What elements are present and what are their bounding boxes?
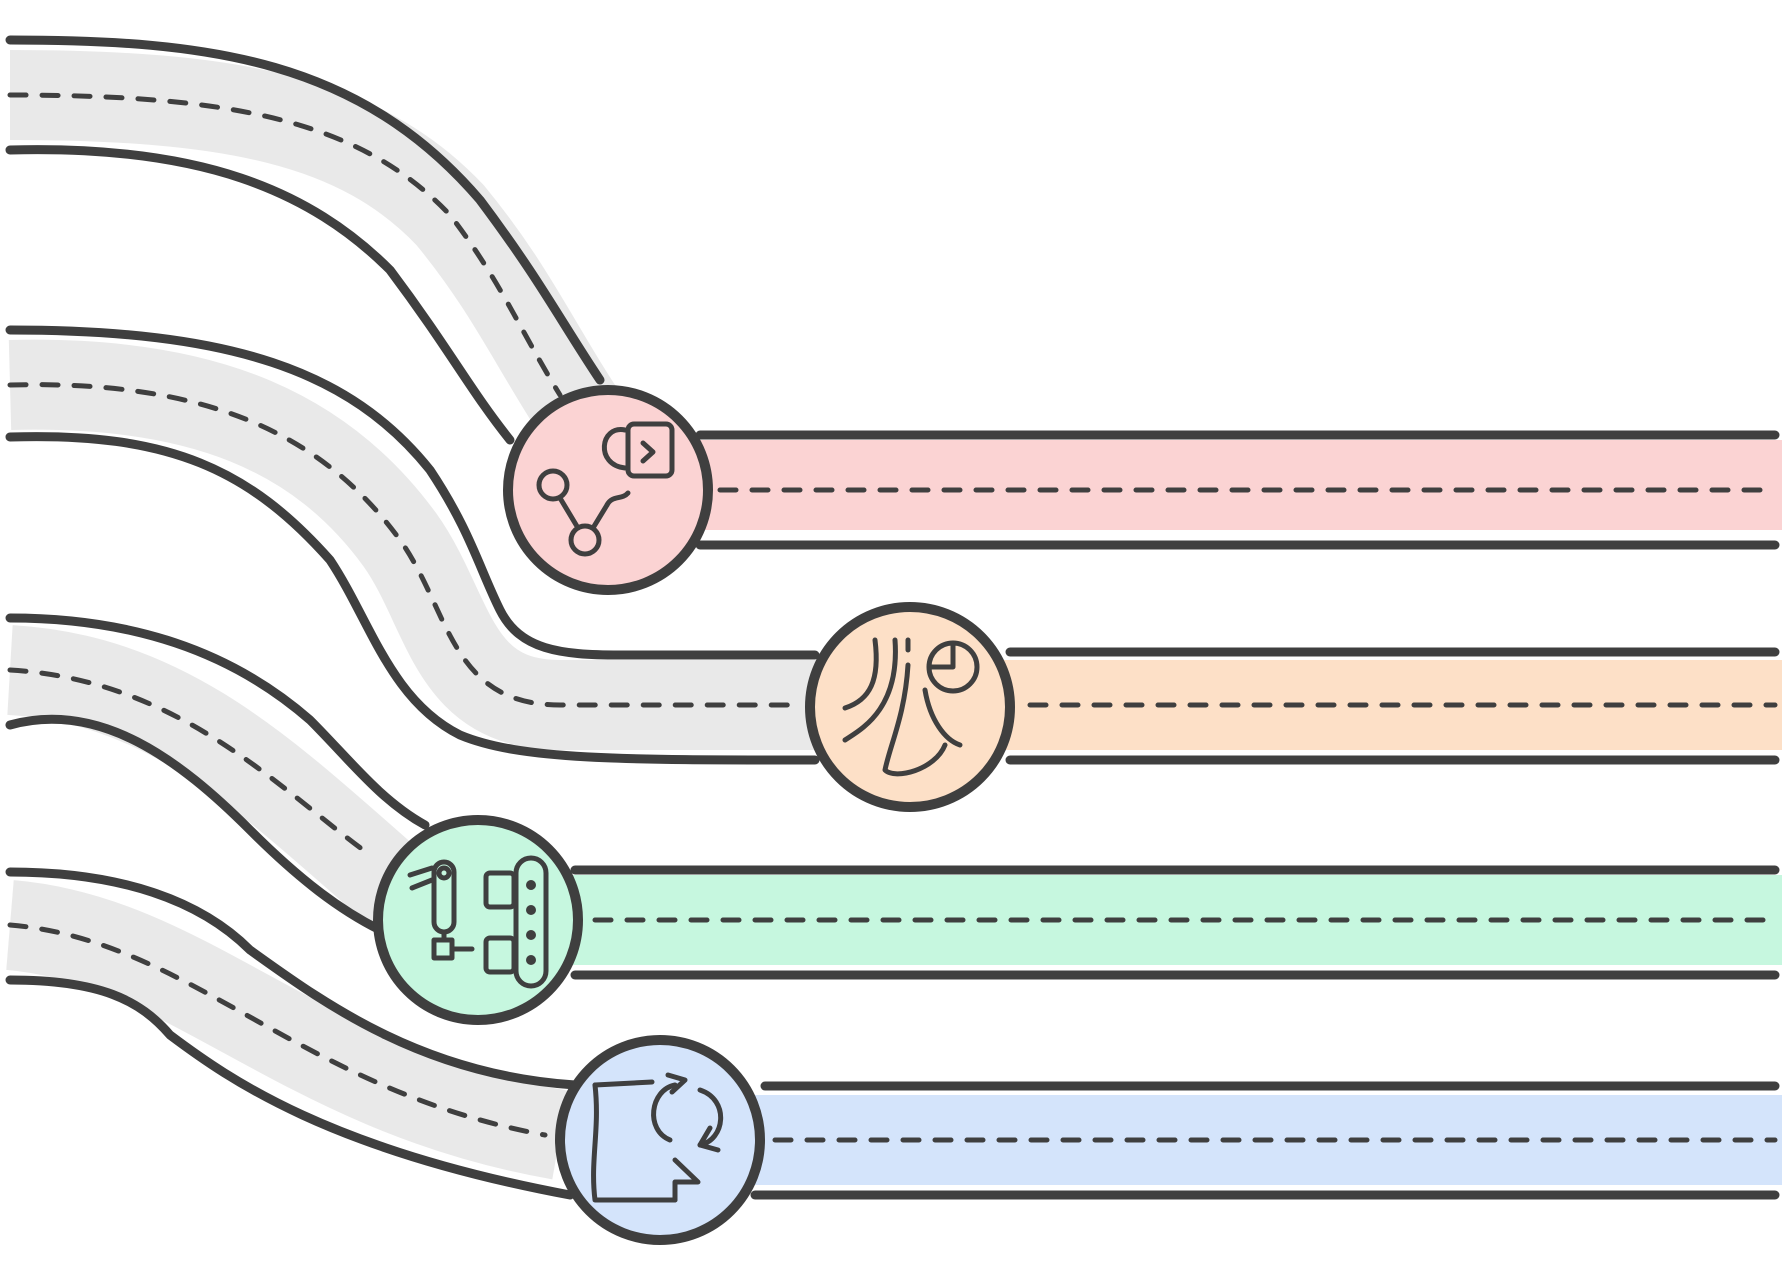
road-4-bottom-edge (5, 975, 575, 1200)
node-1-circle (503, 385, 713, 595)
road-3-top-edge (5, 613, 430, 830)
road-2-center-dash (7, 382, 803, 708)
refresh-document-icon (591, 1072, 724, 1203)
node-stream-2 (805, 602, 1015, 812)
colored-ribbons (560, 440, 1782, 1185)
road-1-center-dash (7, 92, 563, 398)
road-1-top-edge (5, 35, 605, 385)
node-stream-1 (503, 385, 713, 595)
road-2-top-edge (5, 325, 820, 660)
git-network-and-terminal-icon (536, 421, 675, 557)
road-1-bottom-edge (5, 145, 515, 445)
road-2-bottom-edge (5, 432, 820, 765)
node-stream-3 (373, 815, 583, 1025)
road-edges (5, 35, 1780, 1200)
node-4-circle (555, 1035, 765, 1245)
robot-arm-conveyor-icon (407, 855, 549, 989)
center-dashes (7, 92, 1778, 1143)
road-4-center-dash (7, 922, 548, 1138)
analytics-flow-pie-icon (842, 637, 980, 777)
road-3-bottom-edge (5, 714, 385, 935)
road-4-top-edge (5, 867, 580, 1090)
node-stream-4 (555, 1035, 765, 1245)
road-3-center-dash (7, 667, 373, 858)
node-2-circle (805, 602, 1015, 812)
